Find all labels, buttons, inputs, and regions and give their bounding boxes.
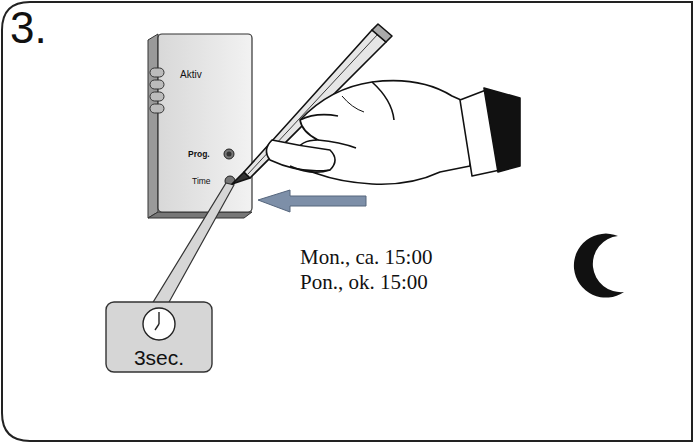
push-arrow [258, 190, 366, 212]
time-note: Mon., ca. 15:00 [300, 247, 432, 268]
callout-box [106, 302, 212, 372]
clock-icon [143, 308, 175, 340]
callout-leader [152, 183, 234, 304]
hand-with-pencil [232, 24, 520, 184]
button-label: Prog. [188, 150, 210, 159]
timer-device [148, 34, 252, 218]
button-label: Time [192, 177, 211, 186]
step-number: 3. [10, 6, 47, 50]
duration-label: 3sec. [134, 347, 184, 368]
moon-symbol [574, 234, 624, 298]
timer-device: AktivProg. Time [158, 34, 252, 212]
time-note: Pon., ok. 15:00 [300, 272, 428, 293]
device-label: Aktiv [180, 70, 202, 80]
callout-box: 3sec. [106, 302, 212, 372]
